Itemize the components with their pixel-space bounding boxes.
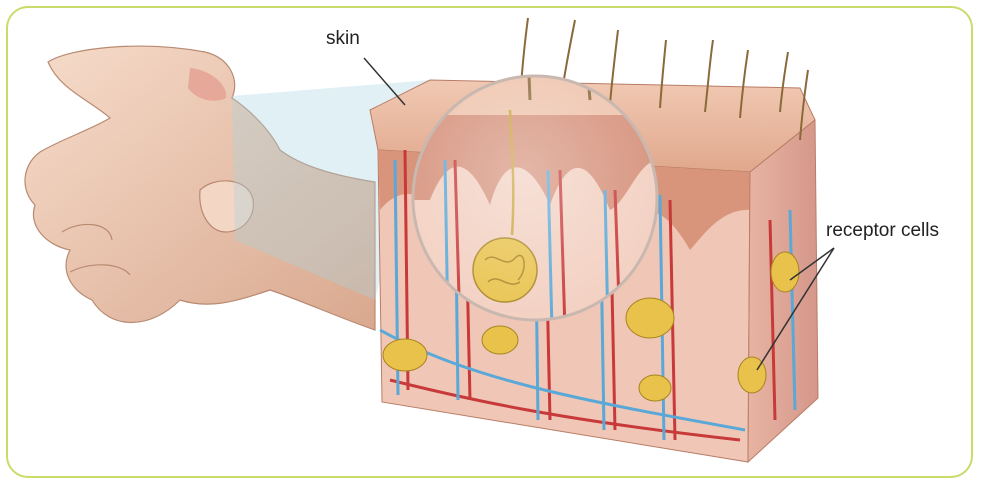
receptor-cells-label: receptor cells: [826, 220, 939, 242]
skin-label: skin: [326, 28, 360, 50]
